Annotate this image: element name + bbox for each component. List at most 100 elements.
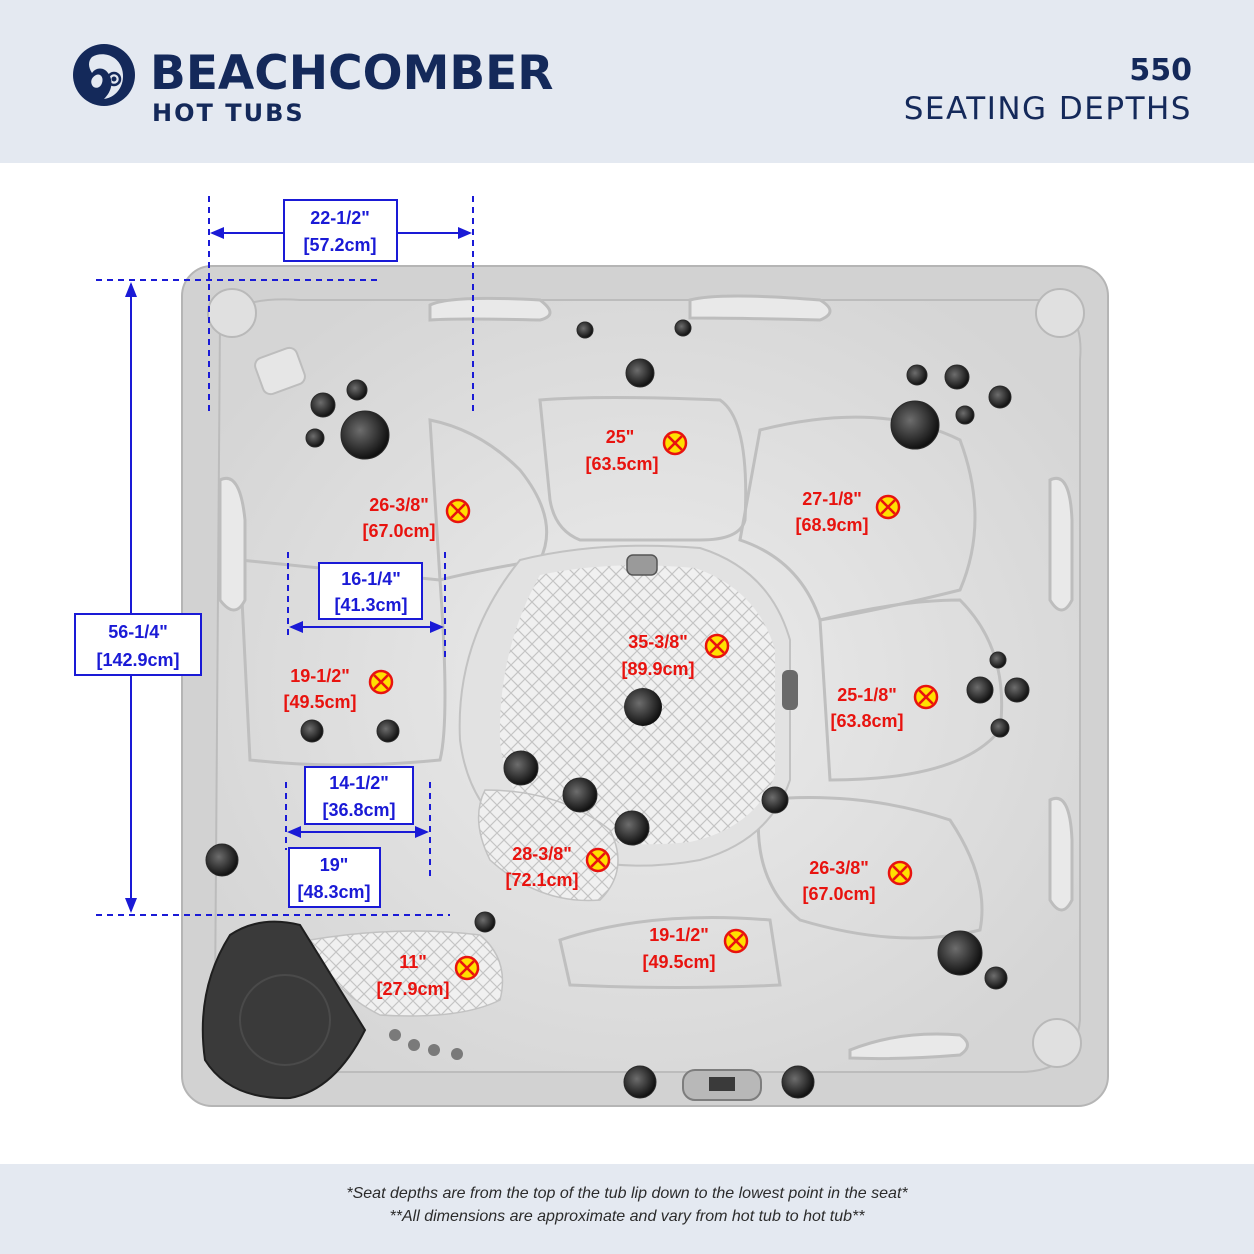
brand-name: BEACHCOMBER <box>150 46 554 101</box>
brand-subtitle: HOT TUBS <box>152 99 305 127</box>
seat-depth-label: 26-3/8" <box>809 858 869 878</box>
jet-icon <box>474 911 496 933</box>
jet-icon <box>576 321 594 339</box>
valve-knobs <box>389 1029 463 1060</box>
jet-icon <box>562 777 598 813</box>
dimension-label: [48.3cm] <box>297 882 370 902</box>
jet-icon <box>625 358 655 388</box>
dimension-label: 14-1/2" <box>329 773 389 793</box>
seat-depth-label: [63.5cm] <box>585 454 658 474</box>
cup-holder-icon <box>1035 288 1085 338</box>
jet-icon <box>376 719 400 743</box>
valve-knob-icon <box>408 1039 420 1051</box>
seat-depth-label: [67.0cm] <box>802 884 875 904</box>
jet-icon <box>674 319 692 337</box>
jet-icon <box>906 364 928 386</box>
seat-depth-label: [63.8cm] <box>830 711 903 731</box>
seat-depth-label: [68.9cm] <box>795 515 868 535</box>
jet-icon <box>781 1065 815 1099</box>
model-number: 550 <box>1129 53 1192 88</box>
seat-depth-label: [49.5cm] <box>283 692 356 712</box>
seat-depth-label: 25" <box>606 427 635 447</box>
dimension-label: [142.9cm] <box>96 650 179 670</box>
jet-icon <box>990 718 1010 738</box>
seat-depth-label: 35-3/8" <box>628 632 688 652</box>
valve-knob-icon <box>428 1044 440 1056</box>
footer-band <box>0 1164 1254 1254</box>
jet-icon <box>503 750 539 786</box>
seat-depth-label: 28-3/8" <box>512 844 572 864</box>
jet-icon <box>305 428 325 448</box>
valve-knob-icon <box>389 1029 401 1041</box>
dimension-label: [57.2cm] <box>303 235 376 255</box>
dimension-lines <box>96 196 474 916</box>
seat-depth-label: 27-1/8" <box>802 489 862 509</box>
seat-depth-label: 19-1/2" <box>649 925 709 945</box>
control-panel-display <box>709 1077 735 1091</box>
dimension-label: 19" <box>320 855 349 875</box>
dimension-arrowheads <box>125 227 472 913</box>
drain-icon <box>624 688 662 726</box>
dimension-label: [36.8cm] <box>322 800 395 820</box>
step-cover <box>201 920 367 1100</box>
seat-marker-icon <box>368 669 394 695</box>
dimension-boxes <box>74 199 423 908</box>
dimension-label: [41.3cm] <box>334 595 407 615</box>
dimension-label: 56-1/4" <box>108 622 168 642</box>
seat-depth-label: [27.9cm] <box>376 979 449 999</box>
seat-marker-icon <box>887 860 913 886</box>
jet-icon <box>937 930 983 976</box>
seat-depth-label: 26-3/8" <box>369 495 429 515</box>
seat-depth-label: [89.9cm] <box>621 659 694 679</box>
seat-marker-icon <box>704 633 730 659</box>
seat-depth-label: [67.0cm] <box>362 521 435 541</box>
jet-icon <box>205 843 239 877</box>
jet-icon <box>955 405 975 425</box>
side-valve-icon <box>782 670 798 710</box>
pillows <box>218 294 1074 1061</box>
dimension-label: 16-1/4" <box>341 569 401 589</box>
jet-icon <box>944 364 970 390</box>
seat-marker-icon <box>875 494 901 520</box>
seat-depth-label: 19-1/2" <box>290 666 350 686</box>
dimension-labels: 22-1/2" [57.2cm] 56-1/4" [142.9cm] 16-1/… <box>96 208 407 902</box>
seat-depth-label: [49.5cm] <box>642 952 715 972</box>
cup-holder-icon <box>1032 1018 1082 1068</box>
jets <box>205 319 1030 1099</box>
seat-markers <box>368 430 939 981</box>
seat-marker-icon <box>913 684 939 710</box>
dimension-label: 22-1/2" <box>310 208 370 228</box>
jet-icon <box>300 719 324 743</box>
seat-depth-label: 11" <box>399 952 427 972</box>
seat-depth-label: [72.1cm] <box>505 870 578 890</box>
step-cover-emblem <box>239 974 331 1066</box>
footnote-approximate: **All dimensions are approximate and var… <box>389 1208 865 1225</box>
header-band <box>0 0 1254 163</box>
jet-icon <box>310 392 336 418</box>
jet-icon <box>966 676 994 704</box>
seat-marker-icon <box>723 928 749 954</box>
mermaid-logo-icon <box>73 44 135 106</box>
seat-depth-labels: 25" [63.5cm] 26-3/8" [67.0cm] 27-1/8" [6… <box>283 427 903 999</box>
seat-marker-icon <box>445 498 471 524</box>
seat-marker-icon <box>585 847 611 873</box>
footnote-seat-depths: *Seat depths are from the top of the tub… <box>346 1185 908 1202</box>
jet-icon <box>890 400 940 450</box>
waterfall-icon <box>626 554 658 576</box>
jet-icon <box>989 651 1007 669</box>
jet-icon <box>984 966 1008 990</box>
seat-depth-label: 25-1/8" <box>837 685 897 705</box>
jet-icon <box>623 1065 657 1099</box>
jet-icon <box>1004 677 1030 703</box>
cup-holder-icon <box>207 288 257 338</box>
jet-icon <box>346 379 368 401</box>
step-tread <box>308 930 504 1017</box>
jet-icon <box>340 410 390 460</box>
jet-icon <box>988 385 1012 409</box>
page-subtitle: SEATING DEPTHS <box>903 91 1192 127</box>
jet-icon <box>614 810 650 846</box>
seat-marker-icon <box>454 955 480 981</box>
valve-knob-icon <box>451 1048 463 1060</box>
jet-icon <box>761 786 789 814</box>
